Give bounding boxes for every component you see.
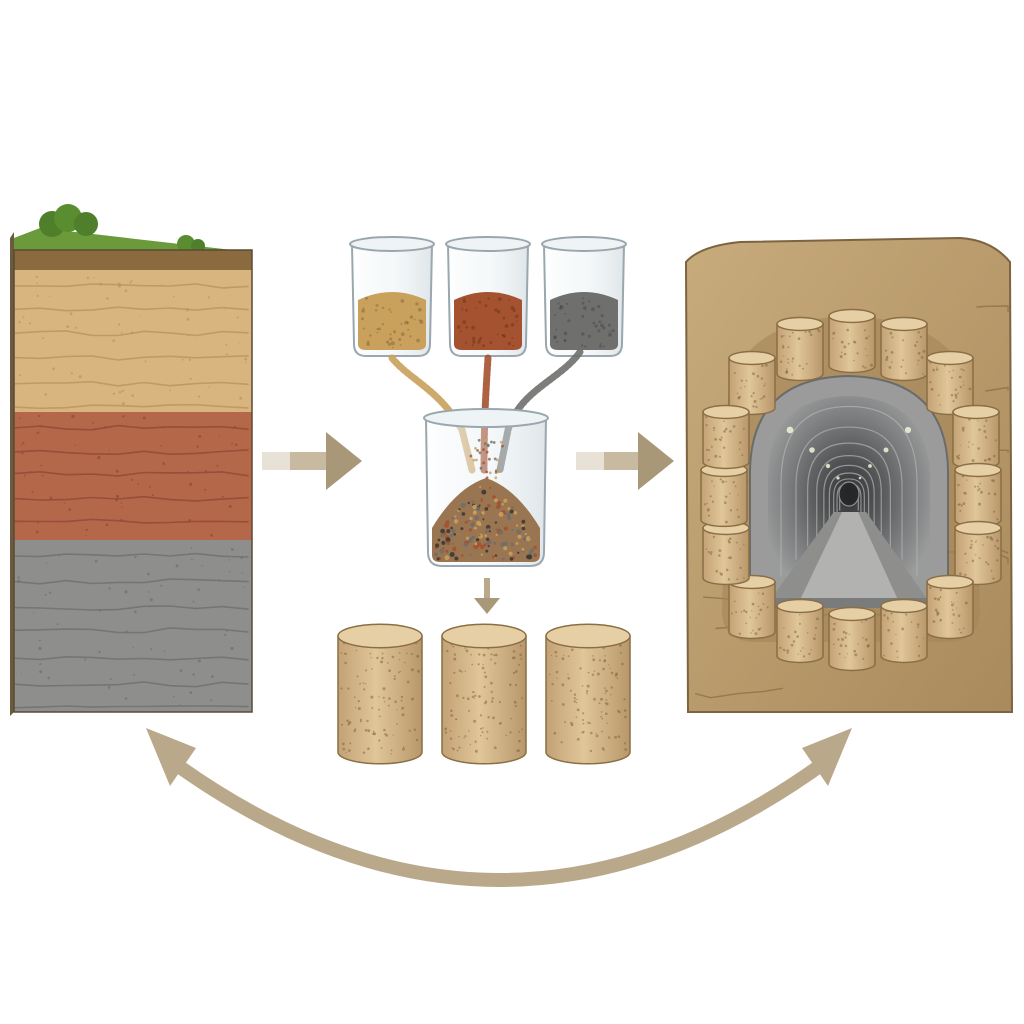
core-block-icon (829, 310, 875, 373)
core-block-icon (881, 600, 927, 663)
core-block-icon (927, 352, 973, 415)
sand-layer (14, 270, 252, 412)
sample-cylinder-icon (546, 624, 630, 764)
core-block-icon (703, 406, 749, 469)
core-block-icon (729, 576, 775, 639)
core-block-icon (701, 464, 747, 527)
sample-cylinder-icon (442, 624, 526, 764)
core-block-icon (955, 522, 1001, 585)
sample-cylinder-icon (338, 624, 422, 764)
sample-cylinders (338, 624, 630, 764)
core-block-icon (703, 522, 749, 585)
arrow-right-1 (262, 432, 362, 490)
core-block-icon (955, 464, 1001, 527)
mixing-beaker-icon (424, 409, 548, 566)
tunnel-block (686, 238, 1012, 712)
arrow-down (474, 578, 500, 614)
beaker-icon (446, 237, 530, 356)
core-block-icon (729, 352, 775, 415)
core-block-icon (927, 576, 973, 639)
core-block-icon (829, 608, 875, 671)
mixing-beaker (424, 409, 548, 566)
core-block-icon (881, 318, 927, 381)
tunnel-icon (686, 238, 1012, 712)
beaker-icon (542, 237, 626, 356)
core-block-icon (777, 318, 823, 381)
soil-column (10, 204, 252, 716)
stratified-soil-column-icon (10, 204, 252, 716)
core-block-icon (953, 406, 999, 469)
arrow-right-2 (576, 432, 674, 490)
core-block-icon (777, 600, 823, 663)
beaker-icon (350, 237, 434, 356)
topsoil-layer (14, 250, 252, 270)
